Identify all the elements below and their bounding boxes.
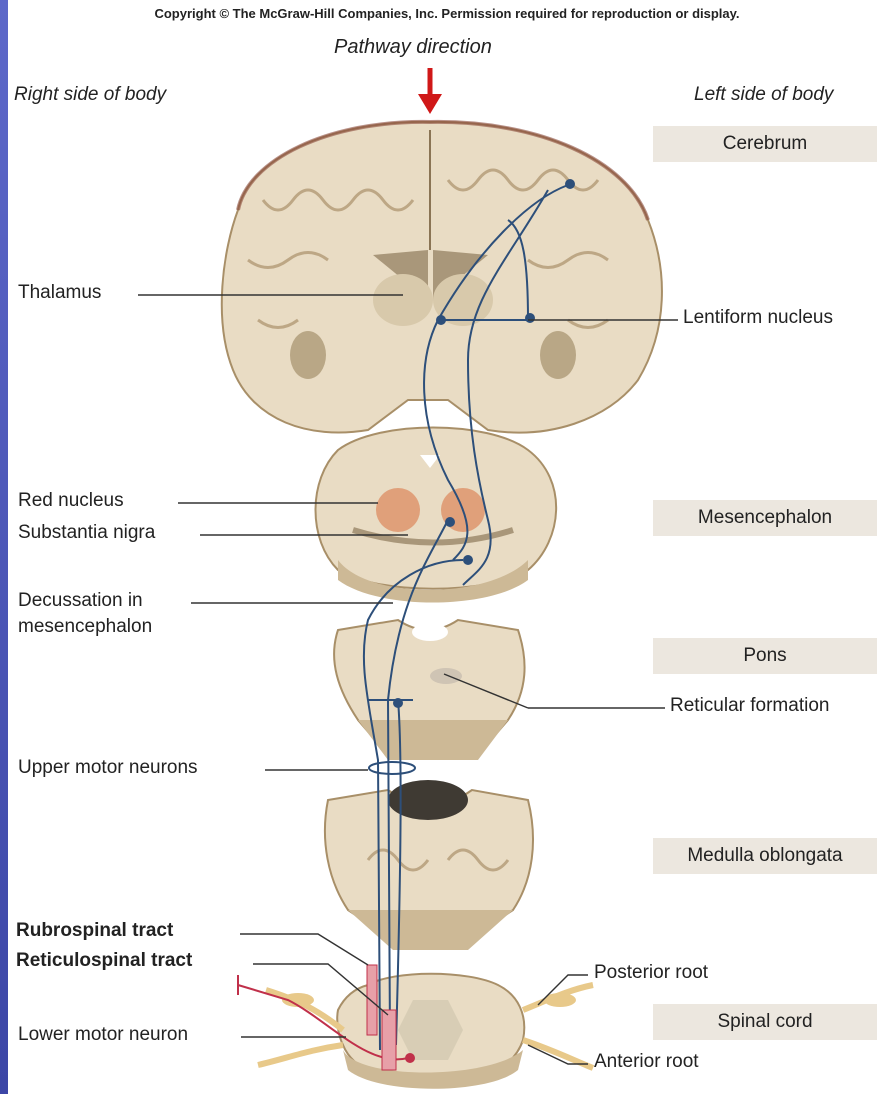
region-cerebrum: Cerebrum	[653, 126, 877, 162]
region-mesencephalon: Mesencephalon	[653, 500, 877, 536]
label-anterior-root: Anterior root	[594, 1051, 699, 1073]
lower-motor-neuron-cell-body	[405, 1053, 415, 1063]
reticulospinal-tract-band	[382, 1010, 396, 1070]
label-reticular-formation: Reticular formation	[670, 695, 829, 717]
pathway-arrow-icon	[418, 68, 442, 114]
label-posterior-root: Posterior root	[594, 962, 708, 984]
diagram-canvas: Copyright © The McGraw-Hill Companies, I…	[8, 0, 886, 1094]
upper-motor-bundle-ring	[369, 762, 415, 774]
label-decussation-line1: Decussation in	[18, 590, 143, 612]
label-red-nucleus: Red nucleus	[18, 490, 124, 512]
spinal-cord-section	[258, 974, 593, 1089]
slide-left-frame	[0, 0, 8, 1094]
label-rubrospinal-tract: Rubrospinal tract	[16, 920, 173, 942]
label-lentiform-nucleus: Lentiform nucleus	[683, 307, 833, 329]
label-lower-motor-neuron: Lower motor neuron	[18, 1024, 188, 1046]
region-spinal-cord: Spinal cord	[653, 1004, 877, 1040]
medulla-section	[325, 780, 533, 950]
pons-section	[334, 620, 524, 760]
region-medulla: Medulla oblongata	[653, 838, 877, 874]
label-reticulospinal-tract: Reticulospinal tract	[16, 950, 192, 972]
cerebrum-section	[222, 122, 662, 433]
rubrospinal-tract-band	[367, 965, 377, 1035]
label-substantia-nigra: Substantia nigra	[18, 522, 155, 544]
label-decussation-line2: mesencephalon	[18, 616, 152, 638]
label-upper-motor-neurons: Upper motor neurons	[18, 757, 198, 779]
label-thalamus: Thalamus	[18, 282, 101, 304]
region-pons: Pons	[653, 638, 877, 674]
